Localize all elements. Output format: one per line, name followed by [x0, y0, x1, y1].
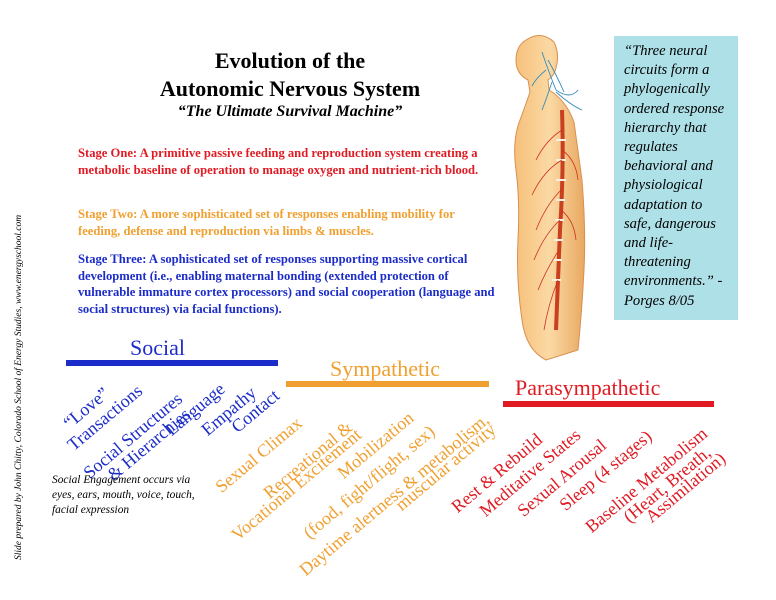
porges-quote-box: “Three neural circuits form a phylogenic…: [614, 36, 738, 320]
porges-quote-text: “Three neural circuits form a phylogenic…: [624, 43, 725, 309]
stage-three-text: Stage Three: A sophisticated set of resp…: [78, 252, 495, 316]
social-bar: [66, 360, 278, 366]
social-engagement-note: Social Engagement occurs via eyes, ears,…: [52, 474, 195, 516]
parasympathetic-bar: [503, 401, 714, 407]
stage-one-text: Stage One: A primitive passive feeding a…: [78, 146, 479, 177]
page-subtitle: “The Ultimate Survival Machine”: [177, 103, 403, 120]
human-body-nervous-system-illustration: [514, 35, 586, 361]
sympathetic-bar: [286, 381, 489, 387]
slide-credit: Slide prepared by John Chitty, Colorado …: [14, 214, 24, 560]
page-title-line2: Autonomic Nervous System: [159, 76, 421, 101]
parasympathetic-header: Parasympathetic: [515, 375, 661, 400]
social-header: Social: [130, 335, 185, 360]
page-title-line1: Evolution of the: [214, 48, 366, 73]
sympathetic-header: Sympathetic: [330, 356, 440, 381]
stage-two-text: Stage Two: A more sophisticated set of r…: [78, 207, 455, 238]
